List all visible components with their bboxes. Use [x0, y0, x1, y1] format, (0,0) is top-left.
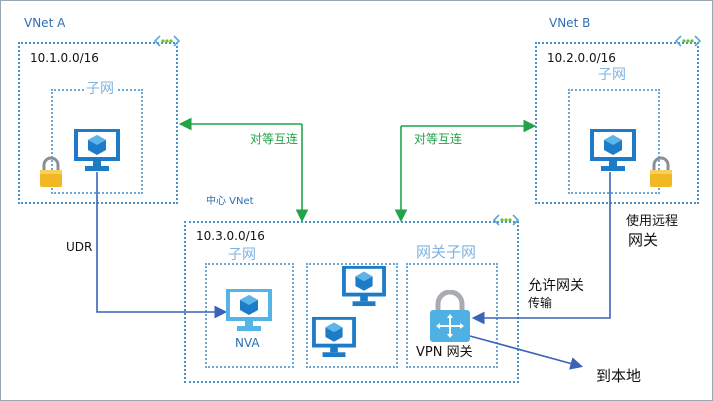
vnet-b-subnet-box [568, 89, 660, 194]
on-premises-label: 到本地 [596, 367, 642, 385]
udr-label: UDR [66, 240, 93, 254]
allow-gateway-transit-line2: 传输 [528, 296, 553, 310]
hub-gateway-subnet-box [406, 263, 498, 368]
vnet-a-subnet-label: 子网 [84, 81, 116, 97]
lock-icon [40, 156, 62, 187]
peering-left-label: 对等互连 [250, 132, 299, 146]
hub-vnet-cidr: 10.3.0.0/16 [196, 229, 265, 243]
vnet-a-name: VNet A [24, 16, 66, 30]
vm-icon [74, 129, 120, 171]
vm-icon [312, 316, 356, 358]
on-premises-arrow [469, 335, 584, 370]
use-remote-gateway-line2: 网关 [628, 231, 659, 249]
remote-gateway-arrow [471, 172, 611, 325]
vnet-a-cidr: 10.1.0.0/16 [30, 51, 99, 65]
hub-vnet-name: 中心 VNet [206, 196, 254, 207]
peering-icon [153, 35, 181, 47]
vnet-b-cidr: 10.2.0.0/16 [547, 51, 616, 65]
peering-right-label: 对等互连 [414, 132, 463, 146]
hub-vm-subnet-box [306, 263, 398, 368]
hub-subnet-label: 子网 [228, 247, 256, 263]
nva-label: NVA [235, 336, 260, 350]
peering-icon [674, 35, 702, 47]
vnet-b-subnet-label: 子网 [598, 67, 626, 83]
udr-route-arrow [96, 172, 228, 319]
hub-vnet-box [184, 221, 519, 383]
hub-nva-subnet-box [205, 263, 294, 368]
peering-icon [492, 214, 520, 226]
vm-icon [342, 265, 386, 307]
hub-gateway-subnet-label: 网关子网 [416, 243, 477, 261]
use-remote-gateway-line1: 使用远程 [626, 214, 679, 229]
vm-icon [590, 129, 636, 171]
vpn-gateway-label: VPN 网关 [416, 345, 473, 360]
lock-icon [650, 156, 672, 187]
nva-icon [226, 289, 272, 331]
vnet-a-box [18, 42, 178, 204]
vnet-b-name: VNet B [549, 16, 591, 30]
vpn-gateway-icon [430, 290, 470, 342]
allow-gateway-transit-line1: 允许网关 [528, 278, 584, 294]
